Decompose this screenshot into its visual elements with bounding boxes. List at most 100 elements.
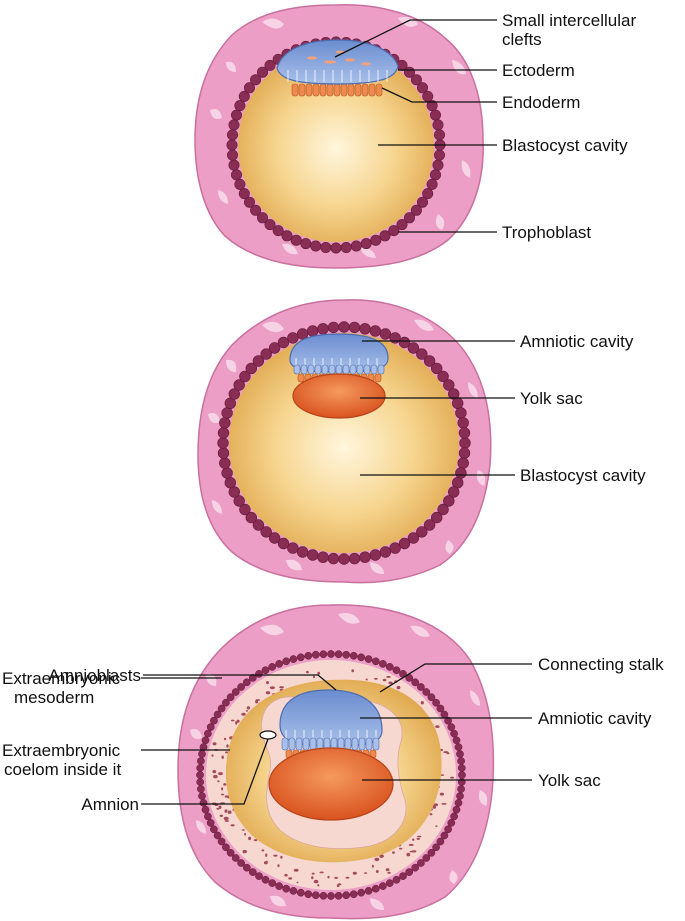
trophoblast-bead: [417, 683, 425, 691]
trophoblast-bead: [447, 723, 456, 731]
trophoblast-bead: [252, 519, 265, 531]
trophoblast-bead: [233, 495, 245, 507]
trophoblast-bead: [256, 66, 268, 78]
trophoblast-bead: [436, 704, 445, 713]
mesoderm-dot: [263, 861, 268, 865]
trophoblast-bead: [432, 159, 444, 171]
mesoderm-dot: [313, 675, 315, 679]
mesoderm-dot: [435, 825, 438, 827]
trophoblast-bead: [222, 698, 230, 707]
trophoblast-bead: [452, 805, 461, 814]
trophoblast-bead: [379, 882, 387, 890]
epiblast-row: [281, 737, 380, 751]
trophoblast-bead: [416, 526, 428, 538]
mesoderm-dot: [221, 793, 225, 796]
label-amnioblasts: Amnioblasts: [48, 666, 141, 685]
mesoderm-dot: [327, 875, 330, 879]
mesoderm-dot: [211, 754, 214, 757]
trophoblast-bead: [234, 178, 246, 190]
mesoderm-dot: [336, 884, 340, 888]
trophoblast-bead: [255, 872, 263, 880]
trophoblast-bead: [206, 723, 215, 731]
trophoblast-bead: [217, 837, 226, 846]
trophoblast-bead: [197, 757, 205, 765]
mesoderm-dot: [296, 881, 299, 884]
trophoblast-bead: [370, 234, 382, 246]
cell: [312, 83, 320, 97]
mesoderm-dot: [241, 829, 245, 831]
trophoblast-bead: [290, 234, 302, 246]
figure-extraembryonic-stage: [177, 604, 495, 920]
mesoderm-dot: [396, 685, 401, 690]
trophoblast-patches: [210, 16, 471, 258]
mesoderm-dot: [351, 669, 355, 673]
trophoblast-bead: [371, 884, 380, 893]
yolk-sac: [268, 747, 394, 821]
trophoblast-bead: [231, 169, 243, 181]
trophoblast-bead: [217, 427, 230, 439]
mesoderm-dot: [313, 879, 319, 884]
mesoderm-dot: [417, 835, 422, 838]
label-connecting-stalk: Connecting stalk: [538, 655, 664, 674]
trophoblast-bead: [427, 693, 436, 702]
trophoblast-bead: [452, 397, 464, 409]
mesoderm-dot: [221, 787, 224, 791]
label-blastocyst-cavity-2: Blastocyst cavity: [520, 466, 646, 485]
label-endoderm: Endoderm: [502, 93, 580, 112]
mesoderm-dot: [223, 783, 227, 786]
mesoderm-dot: [345, 876, 350, 879]
trophoblast-bead: [272, 225, 284, 237]
trophoblast-bead: [226, 139, 238, 151]
cell: [281, 737, 289, 751]
leader-small-clefts: [334, 19, 497, 58]
cell: [349, 364, 357, 375]
mesoderm-dot: [255, 699, 261, 701]
cytotrophoblast-bead-ring: [196, 650, 466, 900]
trophoblast-bead: [201, 736, 210, 745]
trophoblast-bead: [410, 204, 422, 216]
trophoblast-bead: [437, 370, 449, 383]
mesoderm-dot: [317, 884, 320, 887]
mesoderm-dot: [224, 795, 230, 798]
trophoblast-bead: [210, 716, 218, 725]
trophoblast-bead: [357, 653, 366, 662]
trophoblast-bead: [327, 650, 335, 658]
trophoblast-bead: [437, 503, 449, 516]
label-amniotic-cavity-2: Amniotic cavity: [520, 332, 634, 351]
label-yolk-sac-3: Yolk sac: [538, 771, 601, 790]
mesoderm-dot: [221, 755, 224, 759]
mesoderm-dot: [406, 852, 411, 857]
mesoderm-dot: [311, 876, 314, 880]
mesoderm-dot: [223, 816, 229, 821]
mesoderm-dot: [217, 780, 220, 783]
trophoblast-bead: [204, 729, 212, 738]
trophoblast-bead: [231, 688, 240, 696]
cell: [344, 737, 352, 751]
mesoderm-dot: [288, 877, 293, 880]
cell: [300, 364, 308, 375]
trophoblast-bead: [217, 704, 226, 713]
label-small-intercellular-clefts: Small intercellular clefts: [502, 11, 641, 49]
trophoblast-bead: [296, 888, 305, 897]
trophoblast-bead: [264, 59, 276, 71]
trophoblast-bead: [432, 119, 444, 131]
trophoblast-bead: [237, 859, 245, 867]
trophoblast-bead: [287, 332, 299, 344]
trophoblast-bead: [327, 552, 340, 565]
cell: [375, 83, 383, 97]
figure-early-blastocyst: [194, 4, 484, 269]
cell: [351, 737, 359, 751]
trophoblast-bead: [405, 868, 414, 876]
intercellular-clefts: [307, 50, 371, 66]
trophoblast-bead: [319, 650, 328, 659]
trophoblast-bead: [206, 819, 215, 827]
trophoblast-bead: [219, 417, 231, 429]
mesoderm-dot: [284, 873, 288, 877]
trophoblast-bead: [443, 495, 455, 507]
cell: [321, 364, 329, 375]
mesoderm-dot: [269, 686, 275, 690]
trophoblast-bead: [245, 511, 258, 524]
cell: [342, 364, 350, 375]
trophoblast-bead: [457, 417, 469, 429]
trophoblast-bead: [256, 212, 268, 224]
